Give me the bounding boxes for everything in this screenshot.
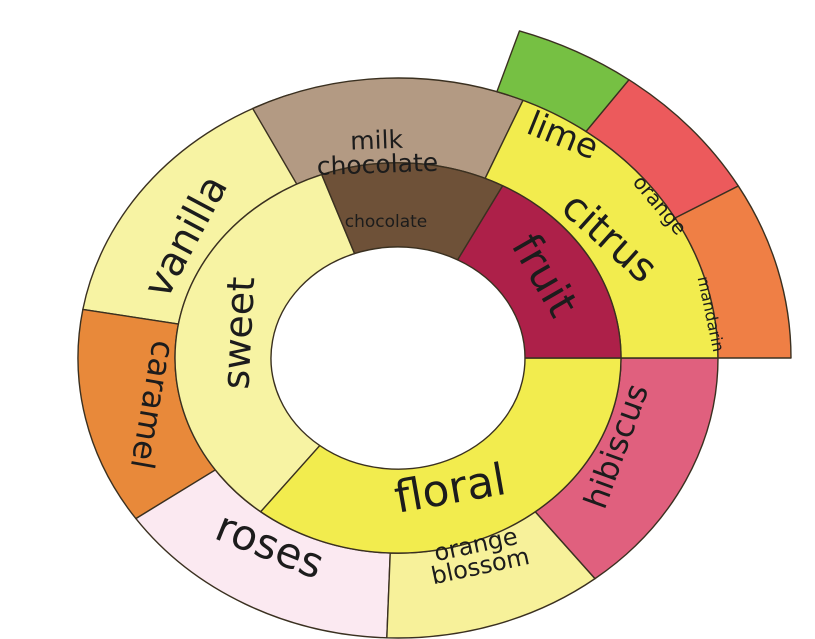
segment-mandarin bbox=[674, 185, 792, 359]
label-milk-chocolate: milkchocolate bbox=[315, 124, 438, 181]
label-chocolate: chocolate bbox=[345, 212, 428, 232]
wheel-segments bbox=[77, 30, 792, 639]
segment-floral bbox=[260, 357, 622, 554]
segment-fruit bbox=[456, 185, 622, 359]
label-sweet: sweet bbox=[213, 276, 263, 391]
segment-sweet bbox=[174, 173, 356, 513]
